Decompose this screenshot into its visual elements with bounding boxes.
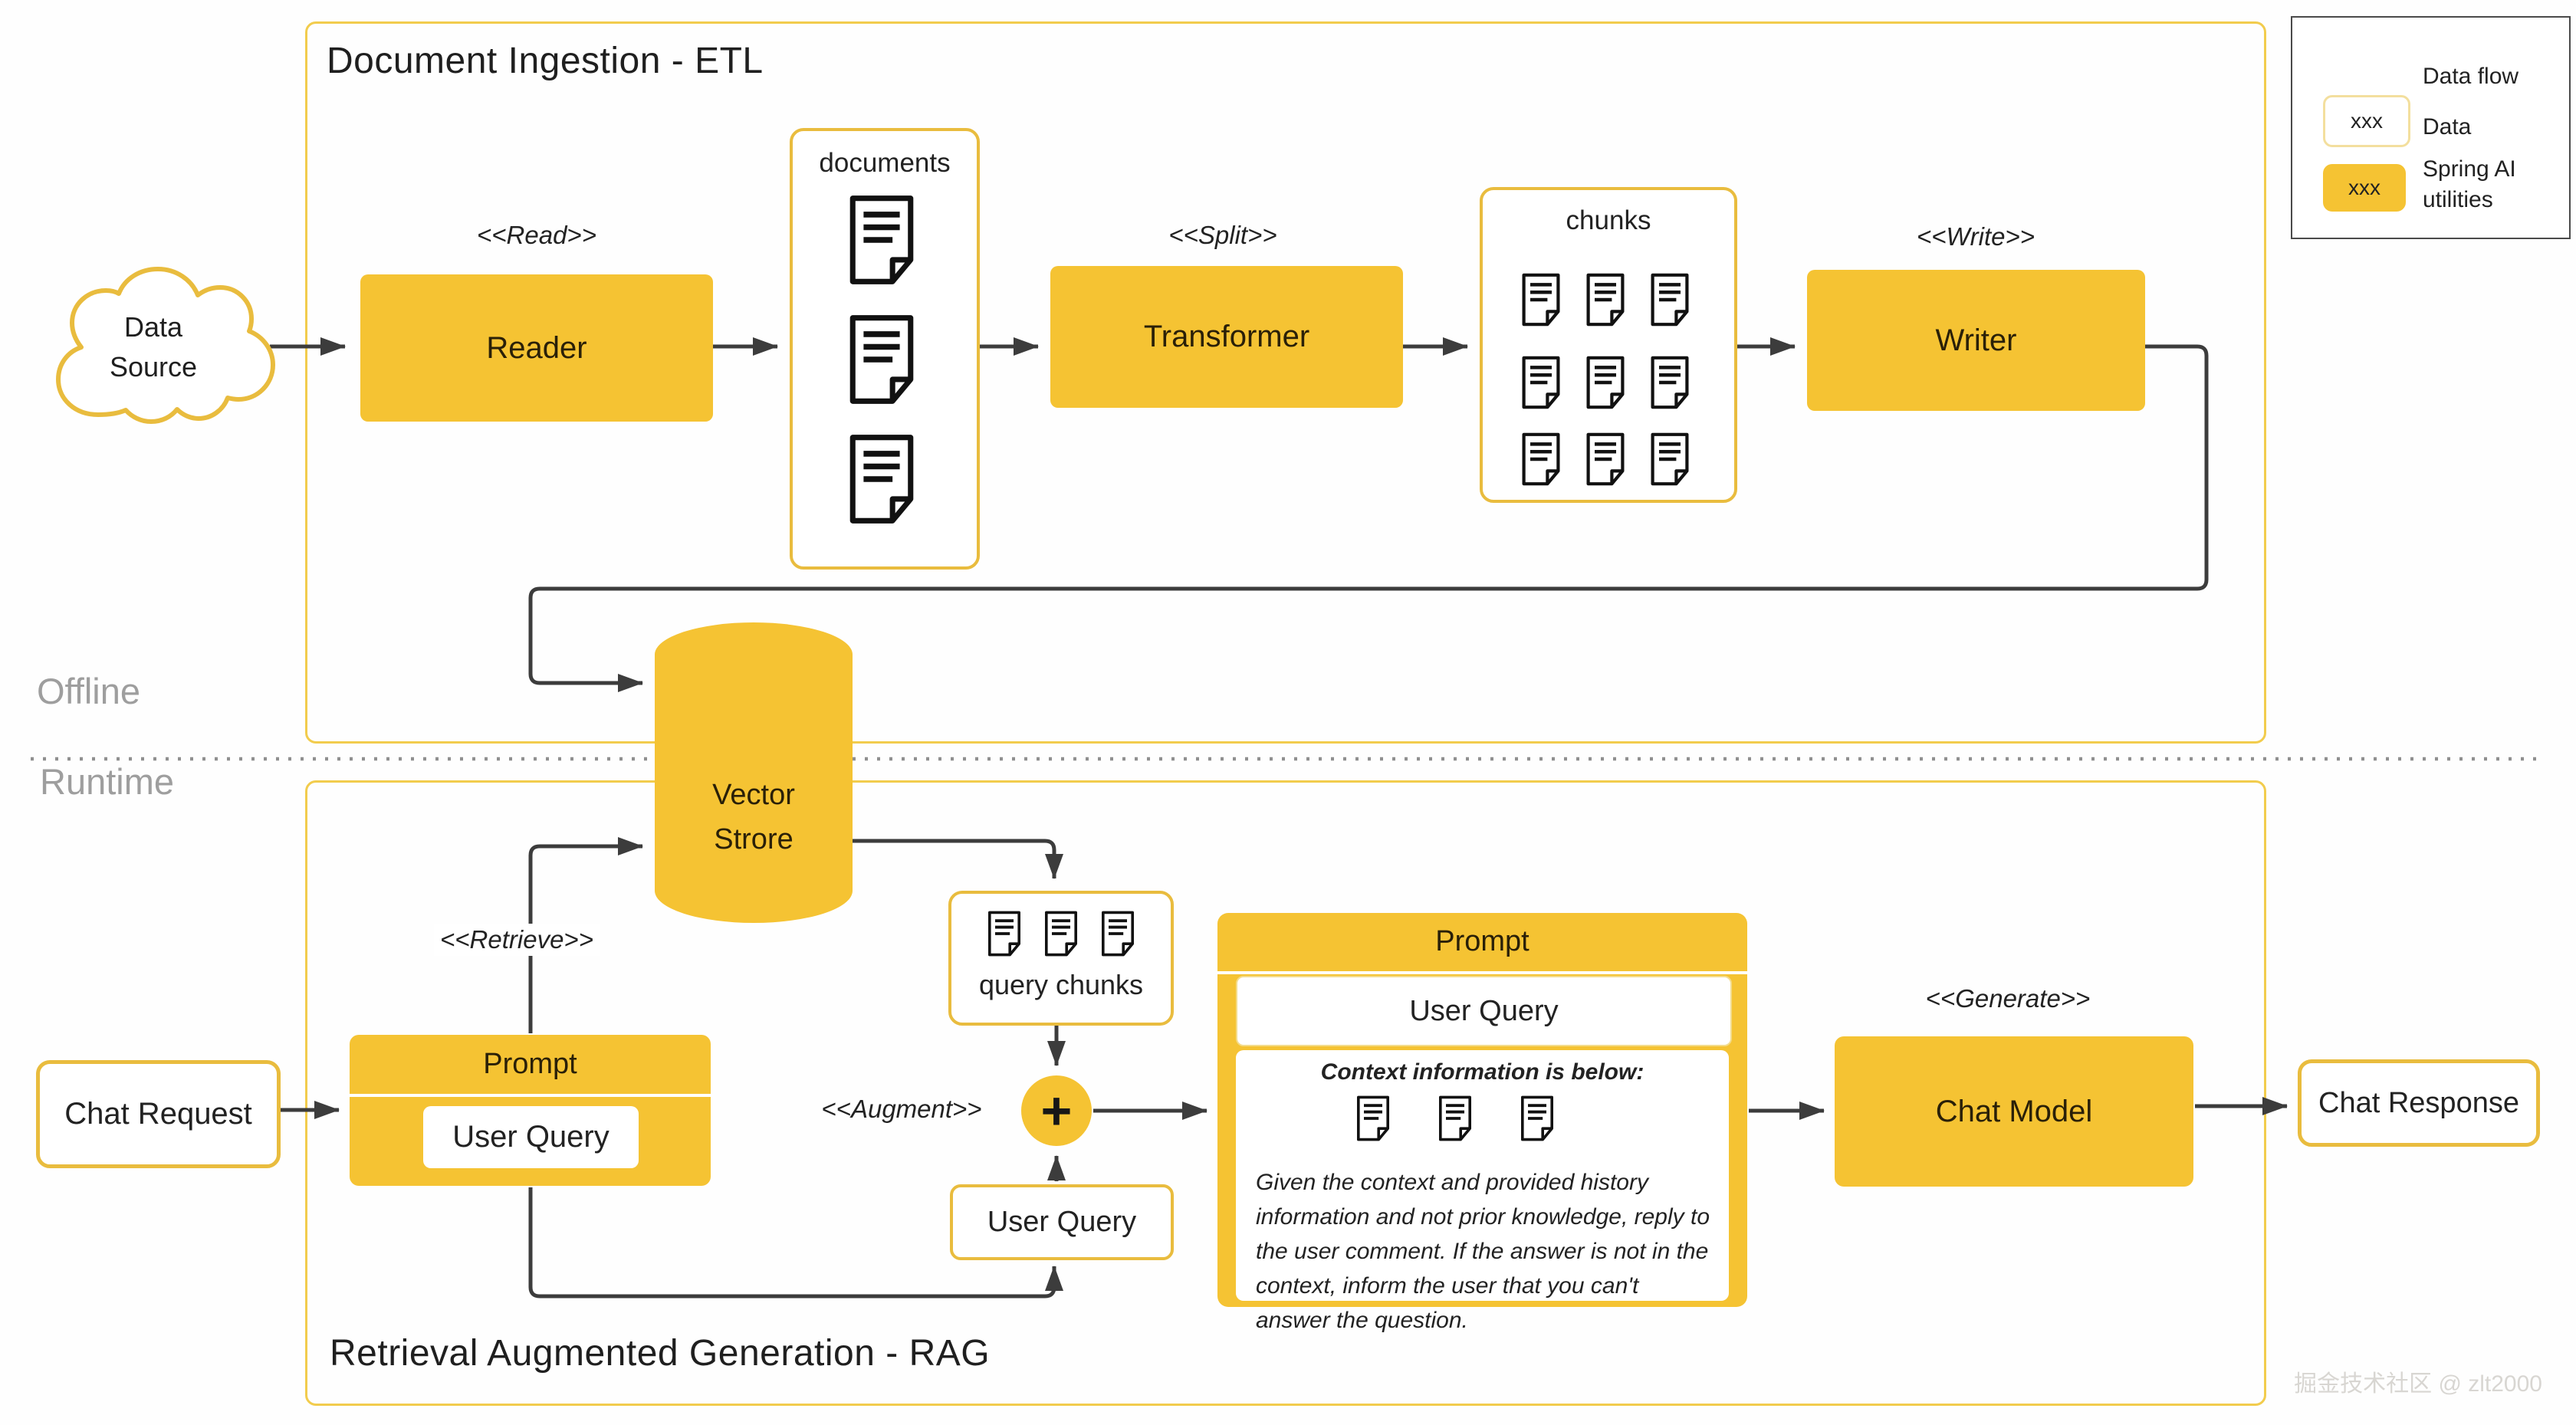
arrow-vectorstore-querychunks (853, 839, 1063, 879)
generate-stereotype: <<Generate>> (1925, 984, 2091, 1013)
arrow-writer-vectorstore (528, 344, 2209, 692)
document-icon (986, 911, 1023, 957)
document-icon (1584, 432, 1627, 486)
documents-container: documents (790, 128, 980, 570)
runtime-section-label: Runtime (40, 761, 175, 802)
chunks-label: chunks (1566, 205, 1651, 235)
prompt-big-divider (1217, 971, 1747, 974)
write-stereotype: <<Write>> (1916, 222, 2036, 251)
document-icon (1648, 356, 1691, 409)
document-icon (1648, 273, 1691, 327)
legend: Data flow xxx Data xxx Spring AI utiliti… (2291, 16, 2571, 239)
arrow-prompt-userquery (528, 1187, 1063, 1299)
arrow-prompt-retrieve-vectorstore (528, 837, 643, 1033)
document-icon (1584, 273, 1627, 327)
query-chunks-label: query chunks (978, 969, 1144, 1000)
chat-response-node: Chat Response (2298, 1059, 2540, 1147)
retrieve-stereotype: <<Retrieve>> (434, 924, 600, 956)
etl-region-box (305, 21, 2266, 744)
document-icon (1437, 1095, 1474, 1142)
documents-label: documents (819, 148, 951, 178)
document-icon (1099, 911, 1136, 957)
offline-section-label: Offline (37, 671, 140, 711)
document-icon (845, 195, 918, 285)
document-icon (1648, 432, 1691, 486)
vector-store-cylinder: Vector Strore (655, 622, 853, 923)
document-icon (1043, 911, 1079, 957)
split-stereotype: <<Split>> (1168, 221, 1277, 249)
legend-utilities-chip-text: xxx (2348, 176, 2380, 199)
chat-request-node: Chat Request (36, 1060, 281, 1168)
document-icon (1584, 356, 1627, 409)
rag-region-title: Retrieval Augmented Generation - RAG (330, 1333, 991, 1374)
prompt-big-context-line: Context information is below: (1320, 1059, 1644, 1085)
plus-sign: + (1040, 1081, 1073, 1141)
document-icon (1520, 356, 1562, 409)
writer-node: Writer (1807, 270, 2145, 411)
augment-stereotype: <<Augment>> (821, 1095, 982, 1123)
legend-utilities-label: Spring AI utilities (2423, 156, 2516, 212)
reader-node: Reader (360, 274, 713, 422)
document-icon (845, 314, 918, 405)
watermark: 掘金技术社区 @ zlt2000 (2294, 1371, 2542, 1397)
vector-store-label: Vector Strore (712, 779, 795, 855)
legend-data-label: Data (2423, 114, 2472, 140)
legend-data-flow-label: Data flow (2423, 64, 2519, 89)
prompt-small-divider (350, 1094, 711, 1097)
prompt-big-user-query: User Query (1236, 976, 1732, 1046)
data-source-label: Data Source (109, 310, 198, 383)
prompt-big-node: Prompt User Query Context information is… (1217, 913, 1747, 1333)
document-icon (845, 434, 918, 524)
rag-region-box (305, 780, 2266, 1406)
augment-plus-icon: + (1021, 1075, 1092, 1146)
legend-data-chip: xxx (2323, 95, 2410, 147)
read-stereotype: <<Read>> (477, 221, 596, 249)
user-query-node: User Query (950, 1184, 1174, 1260)
document-icon (1520, 273, 1562, 327)
prompt-big-title: Prompt (1435, 924, 1530, 957)
data-source-cloud-icon (56, 267, 275, 424)
etl-region-title: Document Ingestion - ETL (327, 41, 764, 81)
legend-utilities-chip: xxx (2323, 164, 2406, 212)
prompt-small-node: Prompt User Query (350, 1035, 711, 1186)
chunks-container: chunks (1480, 187, 1737, 503)
prompt-small-title: Prompt (483, 1048, 577, 1080)
prompt-big-instructions: Given the context and provided history i… (1256, 1170, 1710, 1333)
prompt-big-body: Context information is below: Given the … (1236, 1050, 1729, 1333)
document-icon (1355, 1095, 1392, 1142)
chat-model-node: Chat Model (1835, 1036, 2193, 1187)
legend-data-chip-text: xxx (2351, 109, 2383, 133)
query-chunks-container: query chunks (948, 891, 1174, 1026)
document-icon (1520, 432, 1562, 486)
transformer-node: Transformer (1050, 266, 1403, 408)
document-icon (1519, 1095, 1556, 1142)
prompt-small-user-query: User Query (423, 1106, 639, 1168)
